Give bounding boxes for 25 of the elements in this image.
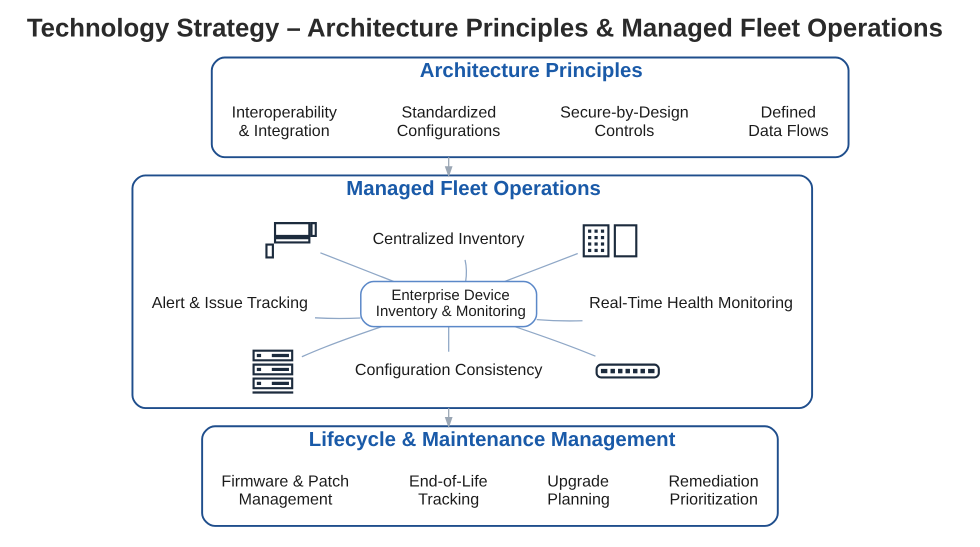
node-text: Configuration Consistency [354,360,542,379]
connector [536,319,582,322]
node-text: Standardized Configurations [396,104,500,140]
connector [504,252,578,282]
node-text: Remediation Prioritization [668,472,758,509]
arrow [444,157,452,178]
connector [320,252,394,282]
connector [464,260,467,282]
node-text: Real-Time Health Monitoring [588,294,792,312]
connector [514,326,596,357]
node-picture [595,364,660,379]
node-text: Defined Data Flows [748,104,828,140]
node-text: Secure-by-Design Controls [560,104,688,140]
connector [301,326,382,358]
connector [448,326,449,352]
connector [314,317,360,320]
node-text: Firmware & Patch Management [220,472,349,509]
node-text: End-of-Life Tracking [408,472,488,509]
node-text: Centralized Inventory [372,230,524,248]
node-text: Alert & Issue Tracking [151,294,308,312]
node-text: Upgrade Planning [546,472,610,509]
node-box: Enterprise Device Inventory & Monitoring [360,280,537,328]
diagram-title: Technology Strategy – Architecture Principles & Managed Fleet Operations [26,14,942,42]
node-text: Interoperability & Integration [231,104,336,140]
arrow [444,408,452,428]
